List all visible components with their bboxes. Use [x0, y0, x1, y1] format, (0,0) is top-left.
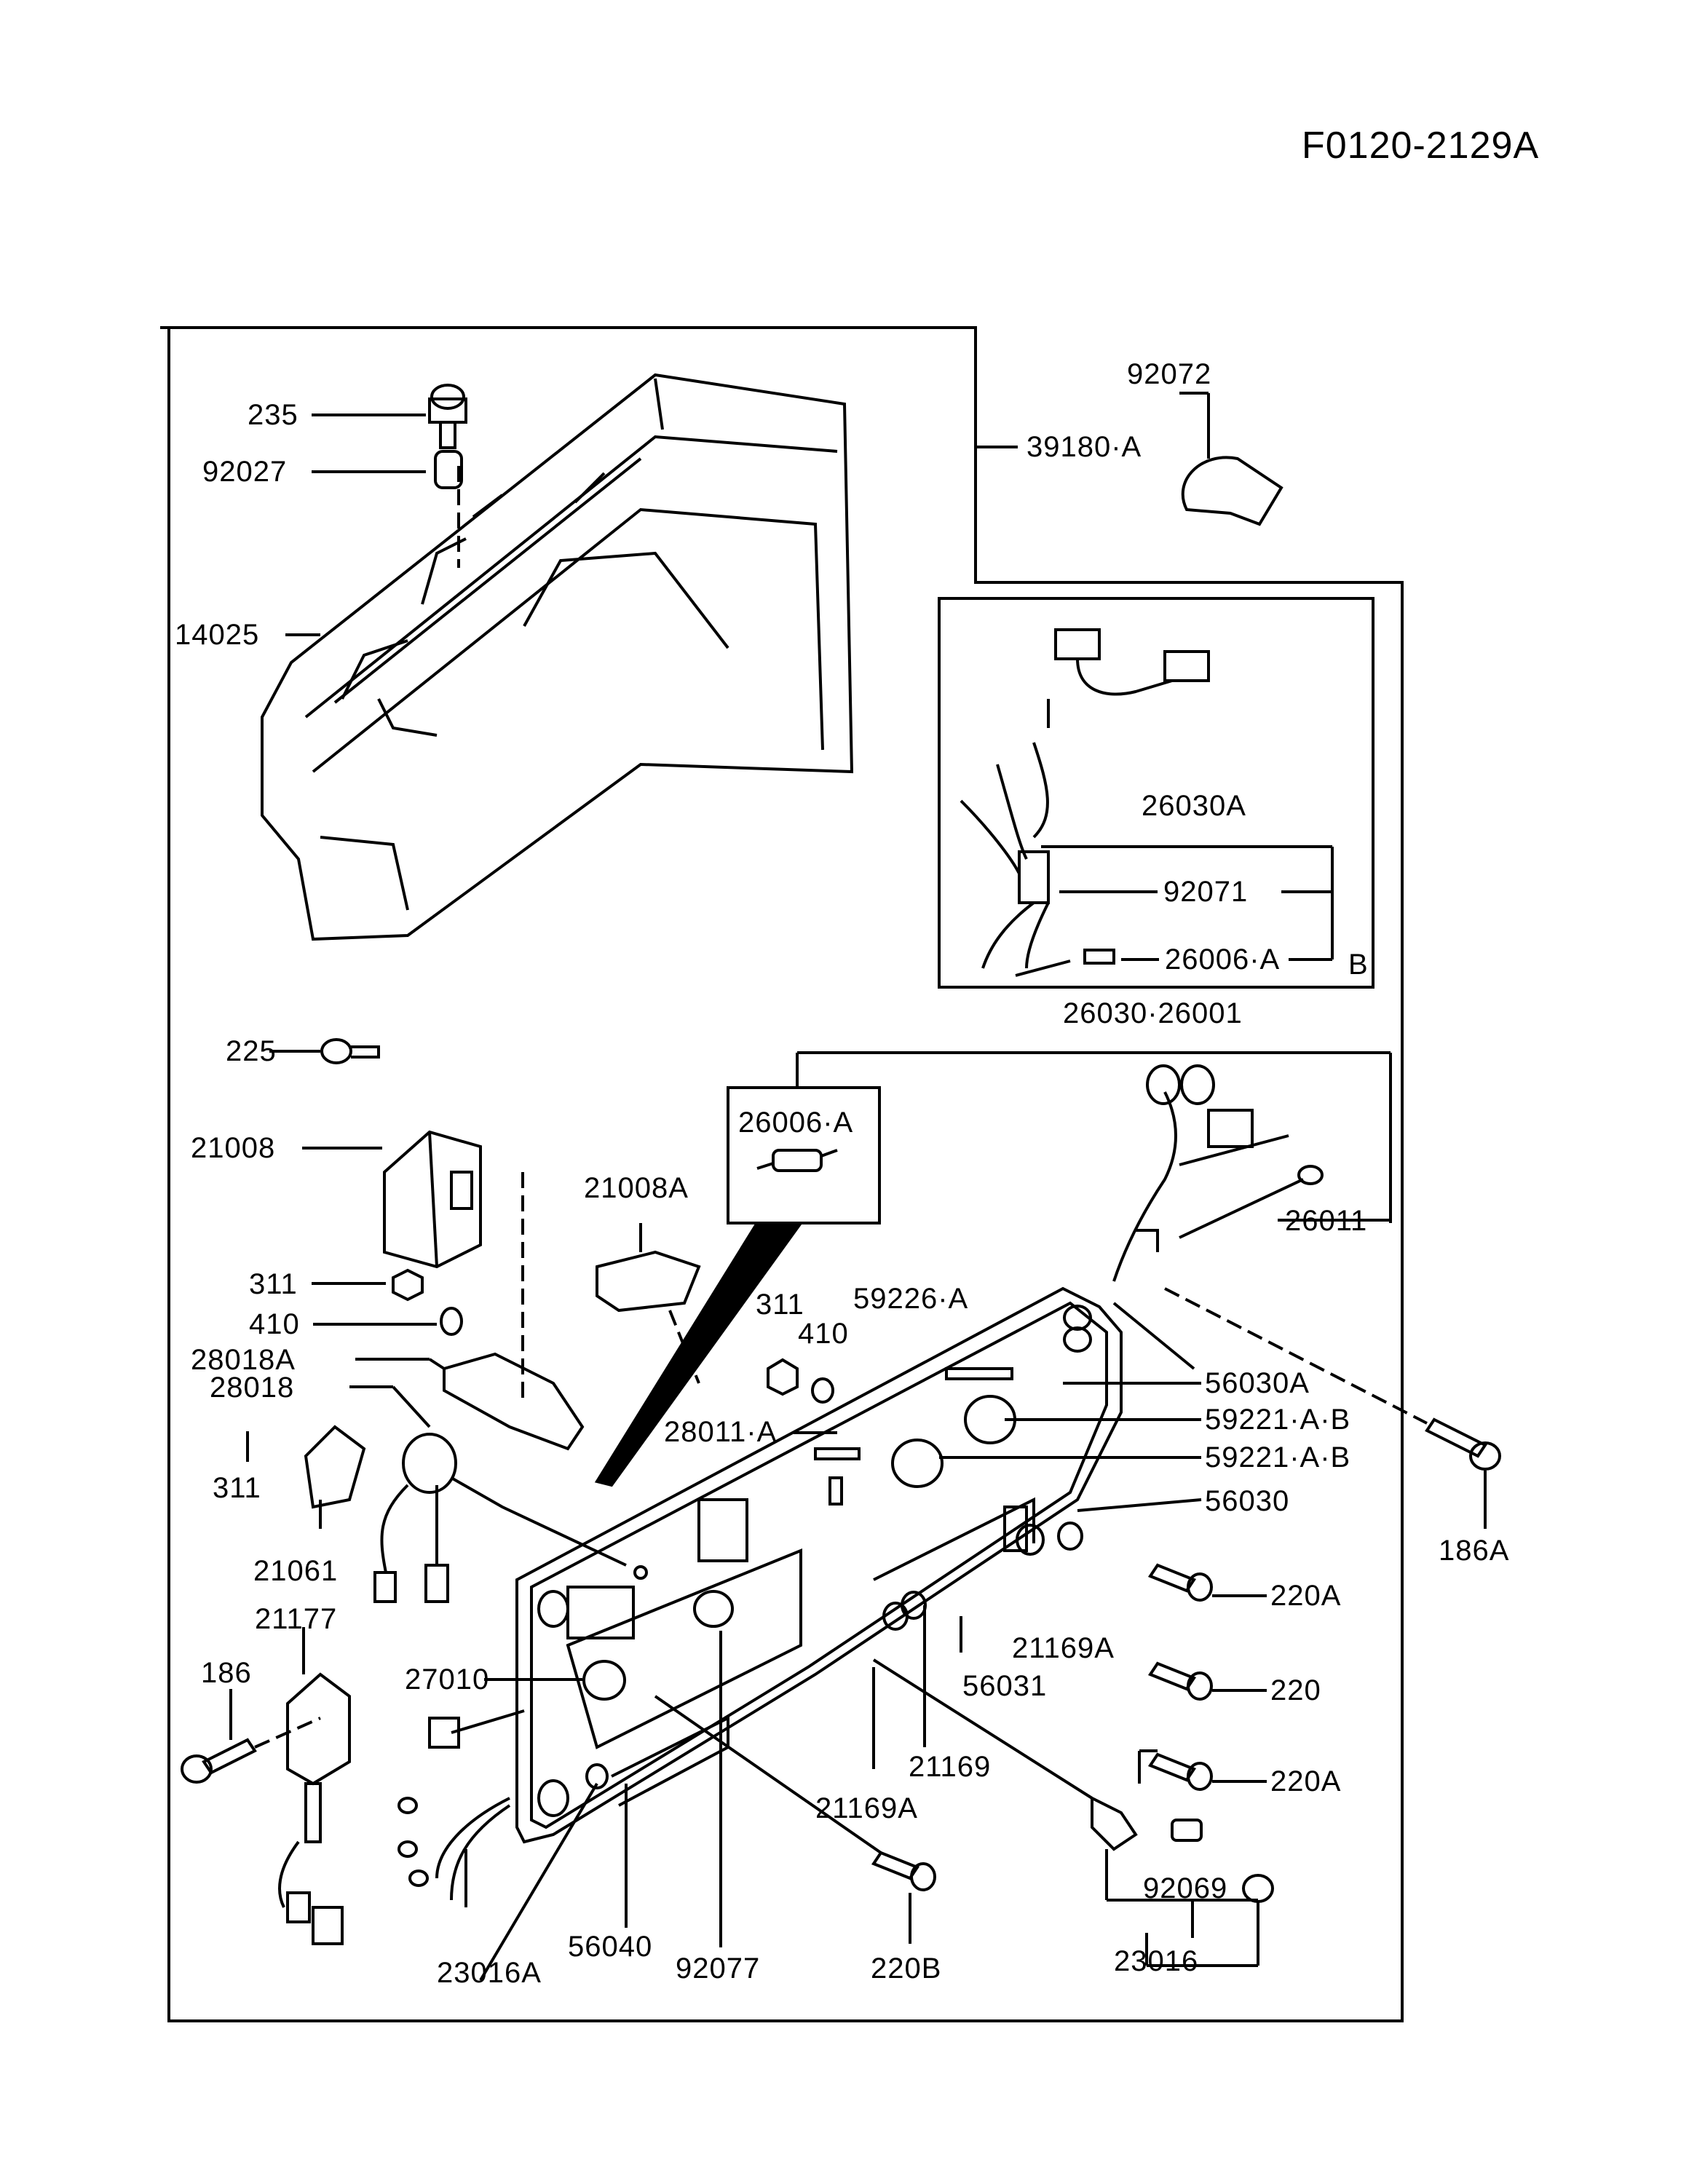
label-92072: 92072	[1127, 358, 1212, 390]
label-59221AB-2: 59221·A·B	[1205, 1441, 1351, 1473]
label-311-c: 311	[213, 1472, 261, 1504]
label-92027: 92027	[202, 456, 288, 488]
label-27010: 27010	[405, 1663, 490, 1696]
pin-220A-2-shape	[1147, 1752, 1197, 1782]
front-panel-shape	[515, 1286, 1123, 1844]
label-59221AB-1: 59221·A·B	[1205, 1404, 1351, 1436]
label-220A-2: 220A	[1270, 1765, 1342, 1797]
pin-220B-shape	[871, 1851, 920, 1880]
label-311-b: 311	[756, 1289, 804, 1321]
label-28018: 28018	[210, 1372, 295, 1404]
main-frame	[160, 326, 1404, 2022]
label-56030: 56030	[1205, 1485, 1290, 1517]
label-23016A: 23016A	[437, 1957, 542, 1989]
label-410-b: 410	[798, 1318, 849, 1350]
label-21061: 21061	[253, 1555, 339, 1587]
label-28018A: 28018A	[191, 1344, 296, 1376]
label-39180A: 39180·A	[1027, 431, 1142, 463]
label-56040: 56040	[568, 1931, 653, 1963]
label-21169A-1: 21169A	[1012, 1632, 1115, 1664]
harness-26030-shape	[1112, 1091, 1177, 1282]
label-26006A-box: 26006·A	[738, 1107, 854, 1139]
label-21169A-2: 21169A	[815, 1792, 918, 1824]
label-225: 225	[226, 1035, 277, 1067]
label-92069: 92069	[1143, 1872, 1228, 1904]
label-410-a: 410	[249, 1308, 300, 1340]
label-220A-1: 220A	[1270, 1580, 1342, 1612]
label-220: 220	[1270, 1674, 1321, 1706]
label-56031: 56031	[962, 1670, 1048, 1702]
label-56030A: 56030A	[1205, 1367, 1310, 1399]
label-92077: 92077	[676, 1952, 761, 1985]
pin-220A-1-shape	[1147, 1563, 1197, 1593]
control-box-housing	[261, 373, 854, 941]
label-92071: 92071	[1163, 876, 1249, 908]
label-220B: 220B	[871, 1952, 942, 1985]
part-21061-shape	[304, 1425, 366, 1509]
relay-21008A-shape	[596, 1250, 701, 1313]
inset-box	[938, 597, 1374, 989]
label-186: 186	[201, 1657, 252, 1689]
label-311-a: 311	[249, 1268, 298, 1300]
label-14025: 14025	[175, 619, 260, 651]
bolt-186-shape	[202, 1738, 257, 1775]
label-26011: 26011	[1285, 1205, 1368, 1237]
label-28011A: 28011·A	[664, 1416, 778, 1448]
figure-code: F0120-2129A	[1302, 124, 1540, 167]
label-21177: 21177	[255, 1603, 338, 1635]
label-26030A: 26030A	[1142, 790, 1246, 822]
bolt-235-shape	[428, 397, 467, 449]
label-59226A: 59226·A	[853, 1283, 969, 1315]
label-186A: 186A	[1439, 1535, 1510, 1567]
inset-marker: B	[1348, 949, 1369, 981]
pin-220-shape	[1147, 1661, 1197, 1691]
bolt-186A-shape	[1425, 1417, 1487, 1458]
label-21169: 21169	[909, 1751, 992, 1783]
label-26006A-inset: 26006·A	[1165, 943, 1281, 976]
clamp-92072-shape	[1181, 456, 1283, 526]
part-21177-shape	[286, 1672, 351, 1786]
fuse-box	[727, 1086, 881, 1224]
label-26030-26001: 26030·26001	[1063, 997, 1243, 1029]
fuse-wedge	[594, 1222, 804, 1487]
label-21008: 21008	[191, 1132, 276, 1164]
fuse-holder-23016-shape	[1091, 1795, 1138, 1851]
label-21008A: 21008A	[584, 1172, 689, 1204]
part-28011A-shape	[697, 1498, 748, 1562]
label-23016: 23016	[1114, 1945, 1199, 1977]
label-235: 235	[248, 399, 298, 431]
connector-28018A-shape	[443, 1352, 585, 1451]
inset-harness-shape	[960, 628, 1210, 977]
